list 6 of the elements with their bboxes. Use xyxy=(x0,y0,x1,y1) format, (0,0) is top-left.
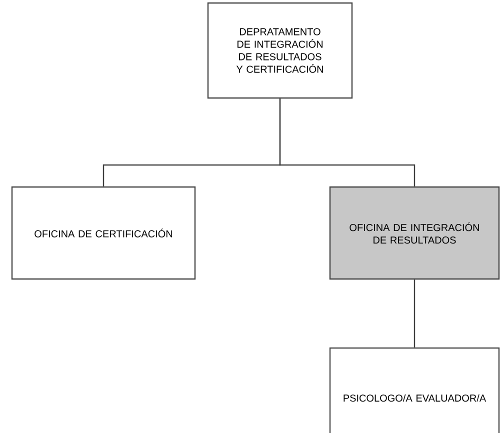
office-box: OFICINA DE CERTIFICACIÓN xyxy=(11,186,196,280)
role-box: PSICOLOGO/A EVALUADOR/A xyxy=(329,347,500,433)
office-box: OFICINA DE INTEGRACIÓN DE RESULTADOS xyxy=(329,186,500,280)
connector-line xyxy=(414,280,416,348)
department-box: DEPRATAMENTO DE INTEGRACIÓN DE RESULTADOS Y CERTIFICACIÓN xyxy=(207,2,353,99)
connector-line xyxy=(279,98,416,186)
